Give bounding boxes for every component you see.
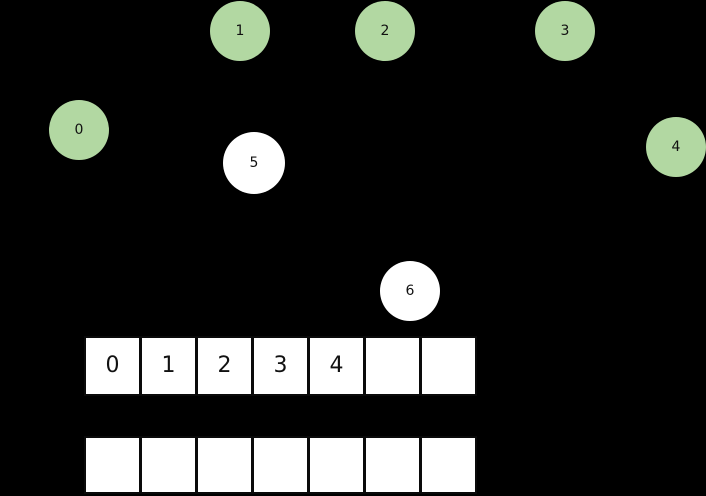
top-array-cell-value: 3 [273,353,288,378]
bottom-array [84,436,483,494]
top-array-cell-5[interactable] [364,336,421,396]
top-array-cell-3[interactable]: 3 [252,336,309,396]
bottom-array-cell-0[interactable] [84,436,141,494]
graph-node-0[interactable]: 0 [49,100,109,160]
top-array-cell-value: 4 [329,353,344,378]
graph-node-label: 6 [405,283,415,299]
top-array-cell-1[interactable]: 1 [140,336,197,396]
top-array-cell-4[interactable]: 4 [308,336,365,396]
bottom-array-cell-2[interactable] [196,436,253,494]
graph-node-label: 2 [380,23,390,39]
top-array-cell-0[interactable]: 0 [84,336,141,396]
top-array-cell-6[interactable] [420,336,477,396]
graph-node-4[interactable]: 4 [646,117,706,177]
top-array-cell-value: 0 [105,353,120,378]
top-array-cell-value: 2 [217,353,232,378]
graph-node-6[interactable]: 6 [380,261,440,321]
bottom-array-cell-3[interactable] [252,436,309,494]
graph-node-label: 0 [74,122,84,138]
graph-node-1[interactable]: 1 [210,1,270,61]
top-array-cell-value: 1 [161,353,176,378]
graph-node-label: 3 [560,23,570,39]
bottom-array-cell-1[interactable] [140,436,197,494]
graph-node-2[interactable]: 2 [355,1,415,61]
graph-node-label: 4 [671,139,681,155]
graph-node-5[interactable]: 5 [223,132,285,194]
bottom-array-cell-4[interactable] [308,436,365,494]
graph-node-label: 5 [249,155,259,171]
top-array: 0 1 2 3 4 [84,336,483,396]
graph-node-3[interactable]: 3 [535,1,595,61]
graph-node-label: 1 [235,23,245,39]
bottom-array-cell-6[interactable] [420,436,477,494]
bottom-array-cell-5[interactable] [364,436,421,494]
top-array-cell-2[interactable]: 2 [196,336,253,396]
